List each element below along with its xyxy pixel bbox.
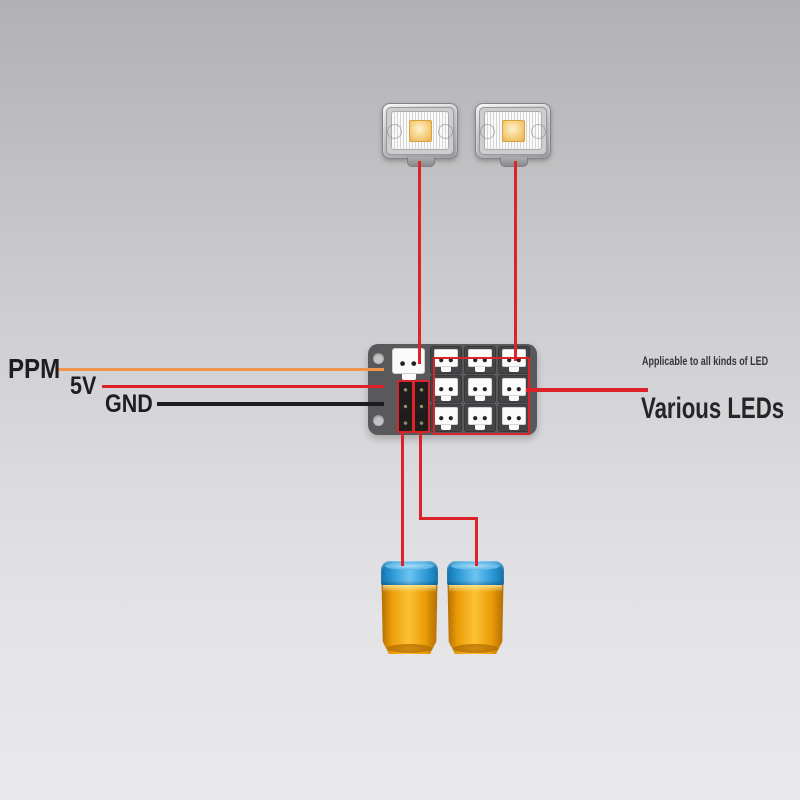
wire-jar-left bbox=[401, 433, 404, 566]
pin-header-left bbox=[397, 380, 414, 433]
connector-socket bbox=[468, 378, 492, 401]
wire-5v bbox=[102, 385, 384, 388]
jar-right bbox=[447, 561, 504, 654]
led-chip-icon bbox=[409, 120, 432, 142]
wire-jar-right-v2 bbox=[475, 517, 478, 566]
output-connector bbox=[464, 375, 496, 403]
highlight-rectangle bbox=[433, 357, 530, 435]
led-module-left bbox=[382, 103, 458, 167]
output-connector bbox=[430, 375, 462, 403]
jar-body bbox=[447, 585, 504, 654]
mounting-hole bbox=[373, 353, 384, 364]
mounting-hole bbox=[373, 415, 384, 426]
output-connector bbox=[430, 346, 462, 374]
output-connector bbox=[498, 404, 530, 432]
connector-socket bbox=[434, 407, 458, 430]
led-reflector-icon bbox=[531, 124, 546, 139]
wire-output-right bbox=[526, 388, 648, 392]
wire-gnd bbox=[157, 402, 384, 406]
output-connector bbox=[498, 375, 530, 403]
output-connector bbox=[464, 404, 496, 432]
jar-cap bbox=[381, 561, 438, 586]
jar-body bbox=[381, 585, 438, 654]
connector-socket bbox=[502, 378, 526, 401]
led-reflector-icon bbox=[480, 124, 495, 139]
gnd-label: GND bbox=[105, 390, 153, 418]
wire-ppm bbox=[58, 368, 384, 371]
led-reflector-icon bbox=[438, 124, 453, 139]
5v-label: 5V bbox=[70, 372, 97, 400]
jar-left bbox=[381, 561, 438, 654]
led-chip-icon bbox=[502, 120, 525, 142]
wire-jar-right-h bbox=[419, 517, 478, 520]
wire-led-left bbox=[418, 161, 421, 364]
various-leds-label: Various LEDs bbox=[641, 392, 785, 425]
output-connector bbox=[430, 404, 462, 432]
wire-jar-right-v1 bbox=[419, 433, 422, 520]
pin-header-right bbox=[413, 380, 430, 433]
led-reflector-icon bbox=[387, 124, 402, 139]
ppm-label: PPM bbox=[8, 353, 61, 384]
controller-board bbox=[368, 344, 537, 435]
output-connector-grid bbox=[430, 346, 530, 432]
led-mount-tab bbox=[407, 157, 435, 167]
connector-socket bbox=[502, 407, 526, 430]
note-label: Applicable to all kinds of LED bbox=[642, 356, 769, 368]
led-module-right bbox=[475, 103, 551, 167]
connector-socket bbox=[468, 407, 492, 430]
wire-led-right bbox=[514, 161, 517, 361]
connector-socket bbox=[434, 378, 458, 401]
